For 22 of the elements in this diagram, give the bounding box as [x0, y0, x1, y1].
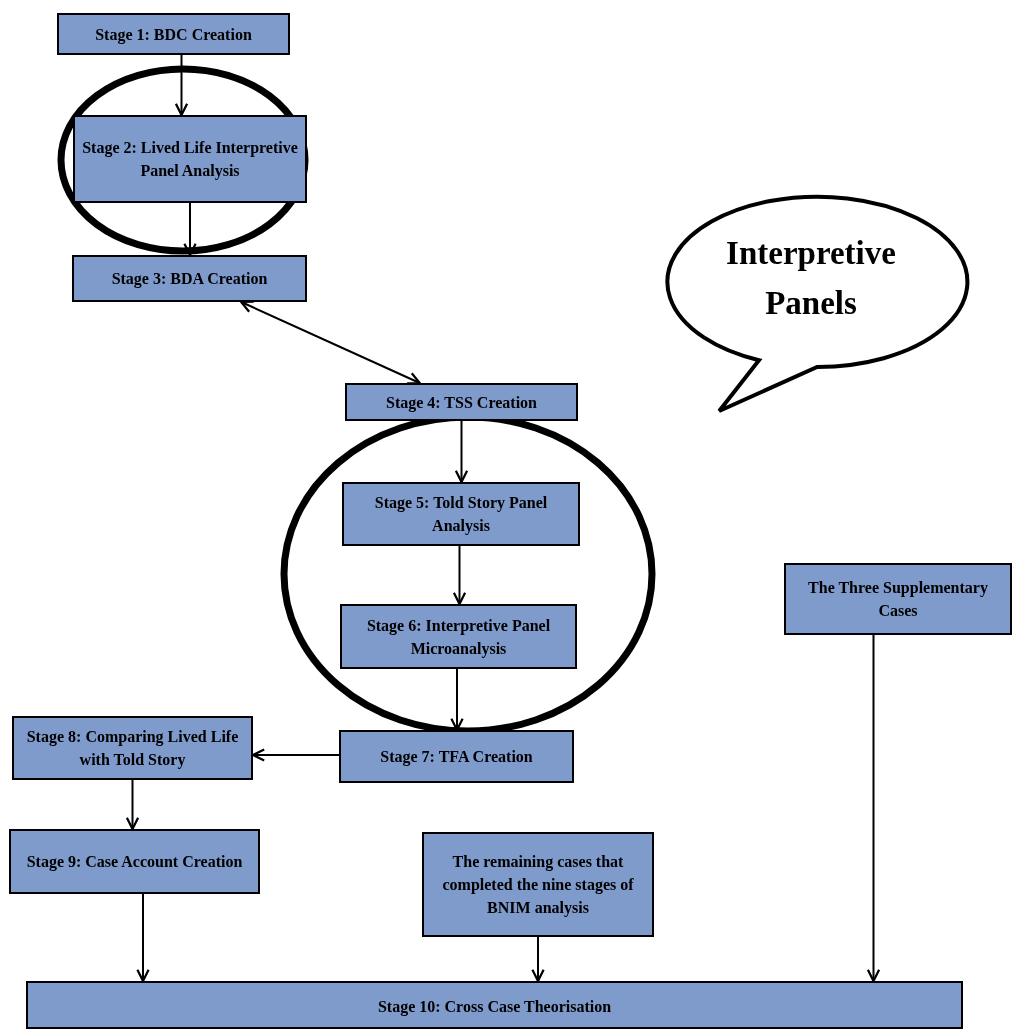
arrow	[125, 779, 140, 831]
process-box: Stage 3: BDA Creation	[72, 255, 307, 302]
arrow	[174, 54, 189, 117]
arrow	[531, 936, 545, 983]
arrow	[452, 545, 467, 606]
process-box: The Three Supplementary Cases	[784, 563, 1012, 635]
process-box: The remaining cases that completed the nine stages of BNIM analysis	[422, 832, 654, 937]
process-box: Stage 1: BDC Creation	[57, 13, 290, 55]
arrow	[136, 893, 150, 983]
process-box: Stage 9: Case Account Creation	[9, 829, 260, 894]
process-box: Stage 4: TSS Creation	[345, 383, 578, 421]
process-box: Stage 7: TFA Creation	[339, 730, 574, 783]
process-box: Stage 5: Told Story Panel Analysis	[342, 482, 580, 546]
process-box: Stage 10: Cross Case Theorisation	[26, 981, 963, 1029]
process-box: Stage 2: Lived Life Interpretive Panel Analysis	[73, 115, 307, 203]
arrow	[454, 420, 469, 484]
arrow	[866, 634, 881, 983]
arrow	[183, 202, 197, 257]
process-box: Stage 6: Interpretive Panel Microanalysis	[340, 604, 577, 669]
arrow	[240, 300, 421, 385]
process-box: Stage 8: Comparing Lived Life with Told Story	[12, 716, 253, 780]
bubble-text: Interpretive Panels	[725, 234, 897, 324]
